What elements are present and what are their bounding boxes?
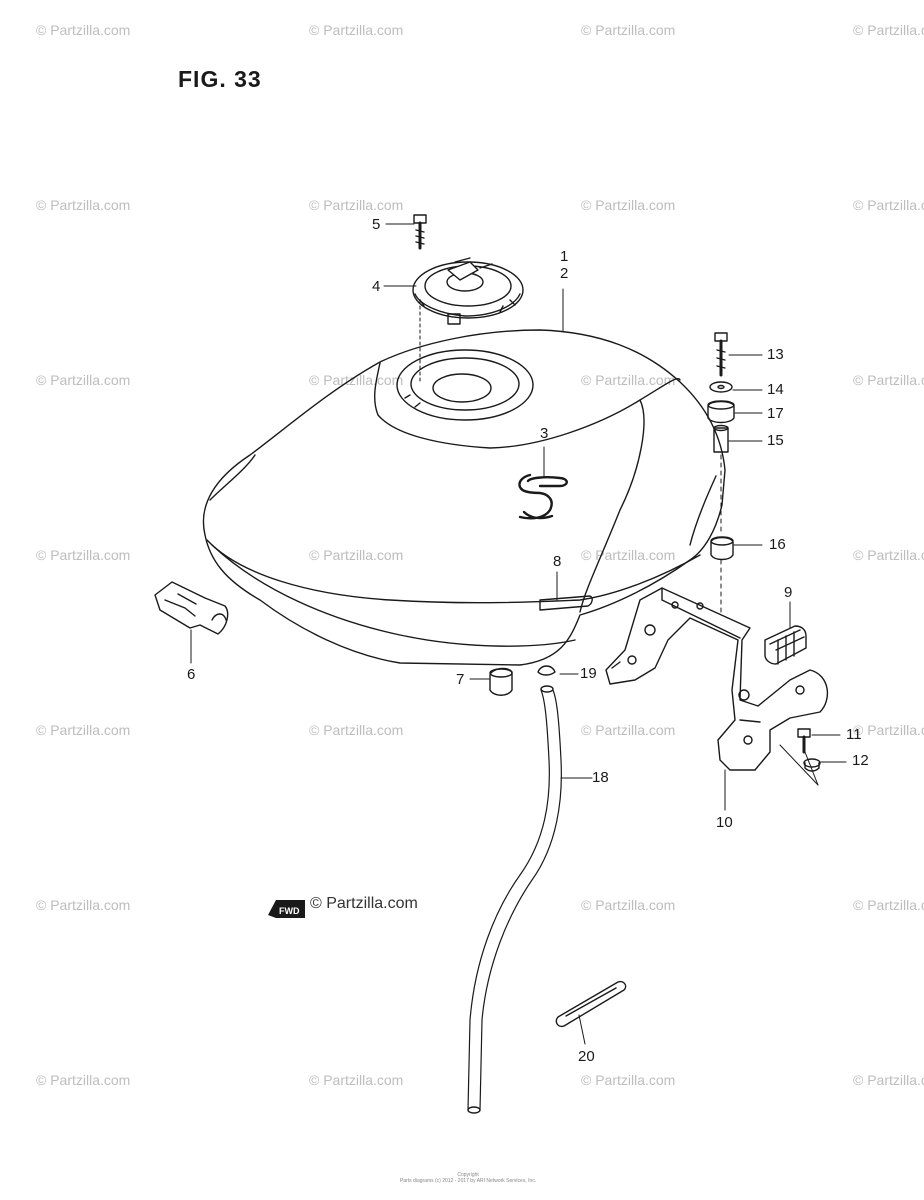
bolt-5 <box>413 214 427 250</box>
callout-7: 7 <box>456 671 465 688</box>
tank-emblem <box>518 473 568 520</box>
callout-11: 11 <box>846 726 862 743</box>
callout-6: 6 <box>187 666 196 683</box>
cushion-6 <box>154 581 229 635</box>
watermark: © Partzilla.com <box>309 1072 404 1088</box>
watermark: © Partzilla.com <box>36 897 131 913</box>
callout-20: 20 <box>578 1048 595 1065</box>
watermark: © Partzilla.com <box>581 197 676 213</box>
callout-17: 17 <box>767 405 784 422</box>
fwd-logo-text: © Partzilla.com <box>310 895 418 912</box>
clamp-19 <box>537 665 556 676</box>
callout-5: 5 <box>372 216 381 233</box>
watermark: © Partzilla.com <box>853 22 924 38</box>
callout-19: 19 <box>580 665 597 682</box>
bolt-13 <box>714 332 728 377</box>
watermark: © Partzilla.com <box>309 722 404 738</box>
watermark: © Partzilla.com <box>36 372 131 388</box>
breather-hose <box>467 689 550 1111</box>
callout-15: 15 <box>767 432 784 449</box>
rubber-7 <box>489 667 513 696</box>
watermark: © Partzilla.com <box>853 1072 924 1088</box>
watermark: © Partzilla.com <box>36 22 131 38</box>
watermark: © Partzilla.com <box>581 372 676 388</box>
bracket-10 <box>605 587 829 771</box>
callout-13: 13 <box>767 346 784 363</box>
filler-opening <box>396 349 534 421</box>
watermark: © Partzilla.com <box>581 722 676 738</box>
fwd-arrow-icon: FWD <box>268 900 305 918</box>
svg-text:FWD: FWD <box>279 906 300 916</box>
watermark: © Partzilla.com <box>581 547 676 563</box>
watermark: © Partzilla.com <box>853 547 924 563</box>
callout-4: 4 <box>372 278 381 295</box>
callout-14: 14 <box>767 381 784 398</box>
fuel-tank <box>202 329 726 666</box>
fuel-cap <box>412 257 524 325</box>
watermark: © Partzilla.com <box>36 197 131 213</box>
callout-12: 12 <box>852 752 869 769</box>
watermark: © Partzilla.com <box>309 22 404 38</box>
watermark: © Partzilla.com <box>309 372 404 388</box>
watermark: © Partzilla.com <box>853 897 924 913</box>
callout-1: 1 <box>560 248 569 265</box>
watermark: © Partzilla.com <box>36 547 131 563</box>
connector-9 <box>764 625 807 665</box>
callout-3: 3 <box>540 425 549 442</box>
watermark: © Partzilla.com <box>581 22 676 38</box>
cushion-16 <box>710 536 734 561</box>
footer-copyright: Copyright Parts diagrams (c) 2012 - 2017… <box>400 1172 537 1184</box>
watermark: © Partzilla.com <box>853 372 924 388</box>
watermark: © Partzilla.com <box>853 722 924 738</box>
nut-12 <box>803 758 821 768</box>
callout-2: 2 <box>560 265 569 282</box>
callout-16: 16 <box>769 536 786 553</box>
cushion-17 <box>707 400 735 424</box>
washer-14 <box>709 381 733 393</box>
bolt-11 <box>797 728 811 754</box>
callout-9: 9 <box>784 584 793 601</box>
watermark: © Partzilla.com <box>309 197 404 213</box>
tank-badge <box>539 595 593 611</box>
watermark: © Partzilla.com <box>581 1072 676 1088</box>
callout-8: 8 <box>553 553 562 570</box>
watermark: © Partzilla.com <box>853 197 924 213</box>
watermark: © Partzilla.com <box>36 722 131 738</box>
callout-10: 10 <box>716 814 733 831</box>
clip-20 <box>555 980 627 1028</box>
figure-title: FIG. 33 <box>178 66 262 92</box>
watermark: © Partzilla.com <box>581 897 676 913</box>
collar-15 <box>713 424 729 453</box>
watermark: © Partzilla.com <box>309 547 404 563</box>
callout-18: 18 <box>592 769 609 786</box>
watermark: © Partzilla.com <box>36 1072 131 1088</box>
